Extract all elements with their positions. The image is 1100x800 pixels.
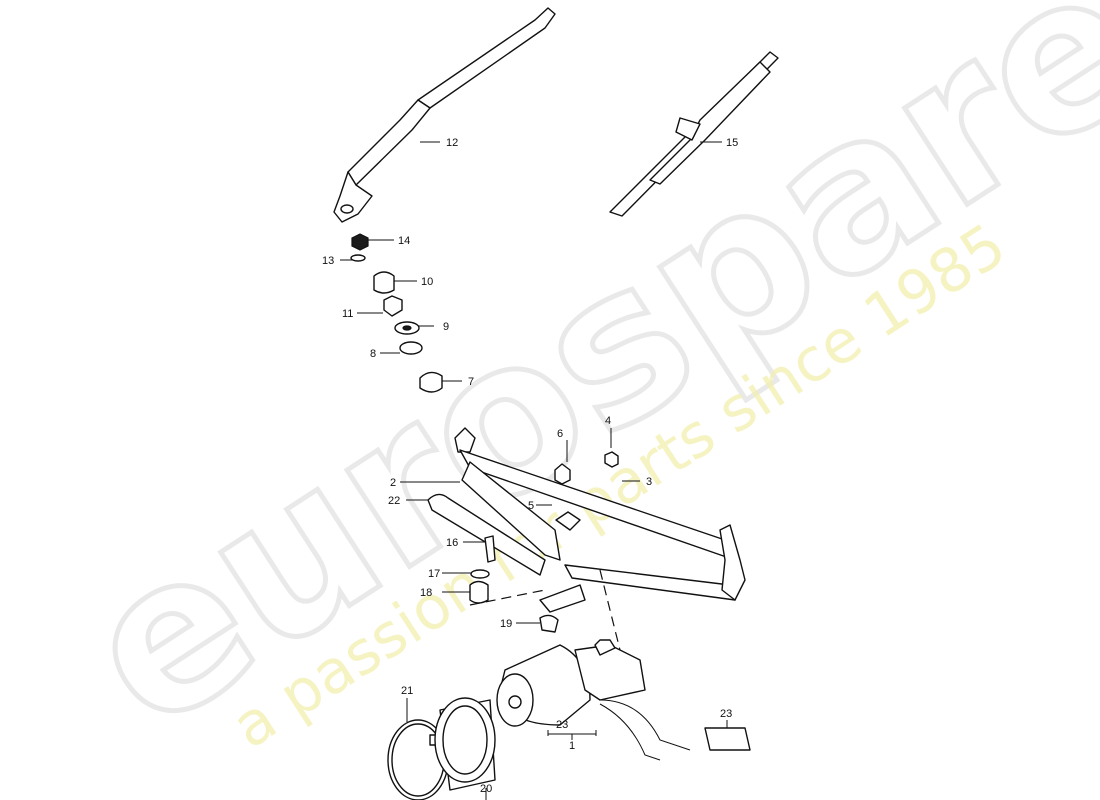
callout-19: 19 bbox=[500, 618, 512, 630]
callout-7: 7 bbox=[468, 376, 474, 388]
callout-22: 22 bbox=[388, 495, 400, 507]
callout-8: 8 bbox=[370, 348, 376, 360]
wiper-motor-drawing bbox=[496, 639, 691, 761]
hardware-stack-drawing bbox=[350, 233, 443, 393]
callout-15: 15 bbox=[726, 137, 738, 149]
callout-2: 2 bbox=[390, 477, 396, 489]
callout-14: 14 bbox=[398, 235, 410, 247]
callout-4: 4 bbox=[605, 415, 611, 427]
callout-21: 21 bbox=[401, 685, 413, 697]
callout-17: 17 bbox=[428, 568, 440, 580]
callout-3: 3 bbox=[646, 476, 652, 488]
callout-16: 16 bbox=[446, 537, 458, 549]
callout-1: 1 bbox=[569, 740, 575, 752]
callout-11: 11 bbox=[342, 308, 353, 320]
connector-drawing bbox=[704, 727, 751, 751]
callout-5: 5 bbox=[528, 500, 534, 512]
wiper-blade-drawing bbox=[609, 51, 779, 217]
wiper-linkage-drawing bbox=[427, 427, 746, 651]
callout-18: 18 bbox=[420, 587, 432, 599]
callout-23-connector: 23 bbox=[720, 708, 732, 720]
callout-10: 10 bbox=[421, 276, 433, 288]
callouts: 12 15 14 13 10 11 9 8 7 6 4 3 2 22 5 16 … bbox=[322, 137, 738, 795]
clamp-and-pad-drawing bbox=[387, 697, 496, 800]
callout-12: 12 bbox=[446, 137, 458, 149]
callout-6: 6 bbox=[557, 428, 563, 440]
callout-23-motor: 23 bbox=[556, 719, 568, 731]
callout-20: 20 bbox=[480, 783, 492, 795]
callout-13: 13 bbox=[322, 255, 334, 267]
callout-leaders bbox=[340, 141, 728, 800]
callout-9: 9 bbox=[443, 321, 449, 333]
wiper-arm-drawing bbox=[333, 7, 556, 223]
